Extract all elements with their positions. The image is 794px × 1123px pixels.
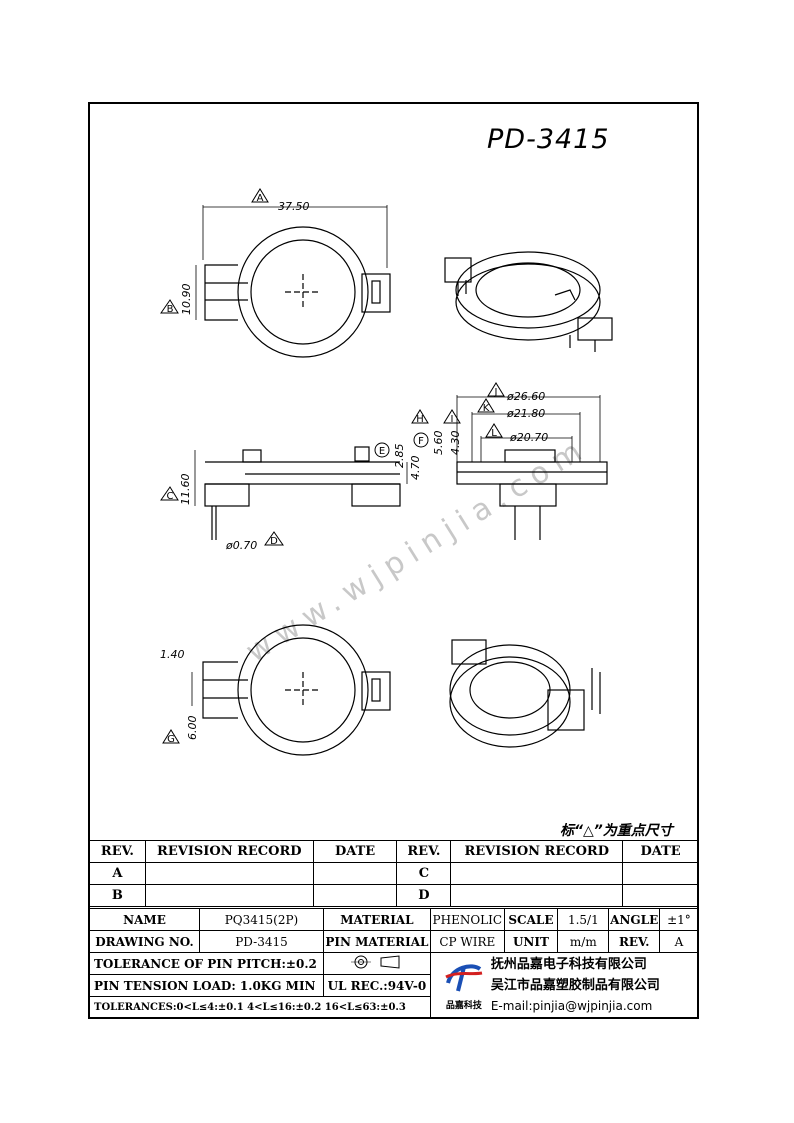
rev-value: A xyxy=(658,930,700,953)
date-cell xyxy=(622,884,699,907)
table-row: A C xyxy=(89,862,699,885)
projection-symbol xyxy=(322,952,431,975)
svg-text:10.90: 10.90 xyxy=(180,284,193,316)
svg-text:D: D xyxy=(270,536,278,547)
unit-label: UNIT xyxy=(503,930,559,953)
svg-text:H: H xyxy=(416,414,424,425)
svg-text:K: K xyxy=(483,403,490,414)
svg-text:ø20.70: ø20.70 xyxy=(509,431,548,444)
drawing-no-value: PD-3415 xyxy=(199,930,324,953)
bottom-view xyxy=(191,624,391,756)
iso-view-2 xyxy=(449,639,601,748)
svg-text:1.40: 1.40 xyxy=(160,648,185,661)
rev-label: REV. xyxy=(608,930,660,953)
table-row: B D xyxy=(89,884,699,907)
scale-value: 1.5/1 xyxy=(557,908,610,931)
date-cell xyxy=(622,862,699,885)
key-dimension-note: 标“△”为重点尺寸 xyxy=(560,823,673,839)
revision-table: REV. REVISION RECORD DATE REV. REVISION … xyxy=(89,840,699,907)
table-row: DRAWING NO. PD-3415 PIN MATERIAL CP WIRE… xyxy=(88,930,700,953)
company-name-2: 吴江市品嘉塑胶制品有限公司 xyxy=(490,978,660,993)
tolerances: TOLERANCES:0<L≤4:±0.1 4<L≤16:±0.2 16<L≤6… xyxy=(89,996,431,1019)
rev-cell: D xyxy=(396,884,452,907)
drawing-title: PD-3415 xyxy=(487,124,610,155)
revision-header-row: REV. REVISION RECORD DATE REV. REVISION … xyxy=(89,840,699,863)
pin-material-label: PIN MATERIAL xyxy=(322,930,431,953)
key-dimension-markers xyxy=(160,188,505,744)
section-view xyxy=(456,395,608,540)
name-value: PQ3415(2P) xyxy=(199,908,324,931)
angle-value: ±1° xyxy=(658,908,700,931)
side-view xyxy=(194,446,408,540)
material-label: MATERIAL xyxy=(322,908,431,931)
angle-label: ANGLE xyxy=(608,908,660,931)
drawing-no-label: DRAWING NO. xyxy=(88,930,201,953)
svg-text:I: I xyxy=(451,414,454,425)
svg-text:ø26.60: ø26.60 xyxy=(506,390,545,403)
rev-header: REV. xyxy=(396,840,452,863)
table-row: TOLERANCES:0<L≤4:±0.1 4<L≤16:±0.2 16<L≤6… xyxy=(89,996,699,1019)
svg-text:A: A xyxy=(257,193,264,204)
table-row: NAME PQ3415(2P) MATERIAL PHENOLIC SCALE … xyxy=(88,908,700,931)
iso-view-1 xyxy=(444,251,613,352)
rev-cell: B xyxy=(89,884,146,907)
svg-text:5.60: 5.60 xyxy=(432,431,445,456)
svg-text:ø0.70: ø0.70 xyxy=(225,539,257,552)
revision-record-header: REVISION RECORD xyxy=(450,840,624,863)
top-view xyxy=(195,205,391,358)
company-email: E-mail:pinjia@wjpinjia.com xyxy=(490,999,653,1013)
name-label: NAME xyxy=(88,908,201,931)
company-name-1: 抚州品嘉电子科技有限公司 xyxy=(490,957,647,972)
company-logo: 品嘉科技 xyxy=(437,961,491,1011)
svg-text:L: L xyxy=(491,428,497,439)
svg-text:4.70: 4.70 xyxy=(409,456,422,481)
pin-material-value: CP WIRE xyxy=(429,930,505,953)
record-cell xyxy=(144,884,314,907)
svg-text:F: F xyxy=(418,436,424,447)
svg-text:2.85: 2.85 xyxy=(393,444,406,469)
rev-cell: C xyxy=(396,862,452,885)
svg-text:C: C xyxy=(167,491,174,502)
marker-letters: A B C D E F G H I J K L xyxy=(167,193,498,745)
svg-text:ø21.80: ø21.80 xyxy=(506,407,545,420)
title-block-table: NAME PQ3415(2P) MATERIAL PHENOLIC SCALE … xyxy=(88,908,700,1019)
svg-text:37.50: 37.50 xyxy=(278,200,310,213)
date-header: DATE xyxy=(622,840,699,863)
svg-text:J: J xyxy=(494,387,498,398)
ul-rec: UL REC.:94V-0 xyxy=(322,974,431,997)
svg-text:4.30: 4.30 xyxy=(449,431,462,456)
svg-text:E: E xyxy=(379,446,385,457)
material-value: PHENOLIC xyxy=(429,908,505,931)
svg-text:B: B xyxy=(167,304,174,315)
dimension-labels: 37.50 10.90 11.60 ø0.70 2.85 4.70 5.60 4… xyxy=(160,200,548,740)
rev-cell: A xyxy=(89,862,146,885)
rev-header: REV. xyxy=(89,840,146,863)
table-row: TOLERANCE OF PIN PITCH:±0.2 品嘉科技 xyxy=(89,952,700,1019)
svg-text:11.60: 11.60 xyxy=(179,474,192,506)
table-row: PIN TENSION LOAD: 1.0KG MIN UL REC.:94V-… xyxy=(89,974,699,997)
pin-tension-load: PIN TENSION LOAD: 1.0KG MIN xyxy=(89,974,324,997)
pin-pitch-tolerance: TOLERANCE OF PIN PITCH:±0.2 xyxy=(89,952,324,975)
date-cell xyxy=(312,862,398,885)
svg-text:G: G xyxy=(167,734,175,745)
record-cell xyxy=(450,884,624,907)
svg-text:6.00: 6.00 xyxy=(186,716,199,741)
pinjia-logo-icon xyxy=(445,963,483,991)
date-cell xyxy=(312,884,398,907)
projection-symbol-icon xyxy=(350,955,400,969)
unit-value: m/m xyxy=(557,930,610,953)
company-block: 品嘉科技 抚州品嘉电子科技有限公司 吴江市品嘉塑胶制品有限公司 E-mail:p… xyxy=(429,952,700,1019)
record-cell xyxy=(144,862,314,885)
record-cell xyxy=(450,862,624,885)
date-header: DATE xyxy=(312,840,398,863)
scale-label: SCALE xyxy=(503,908,559,931)
revision-record-header: REVISION RECORD xyxy=(144,840,314,863)
